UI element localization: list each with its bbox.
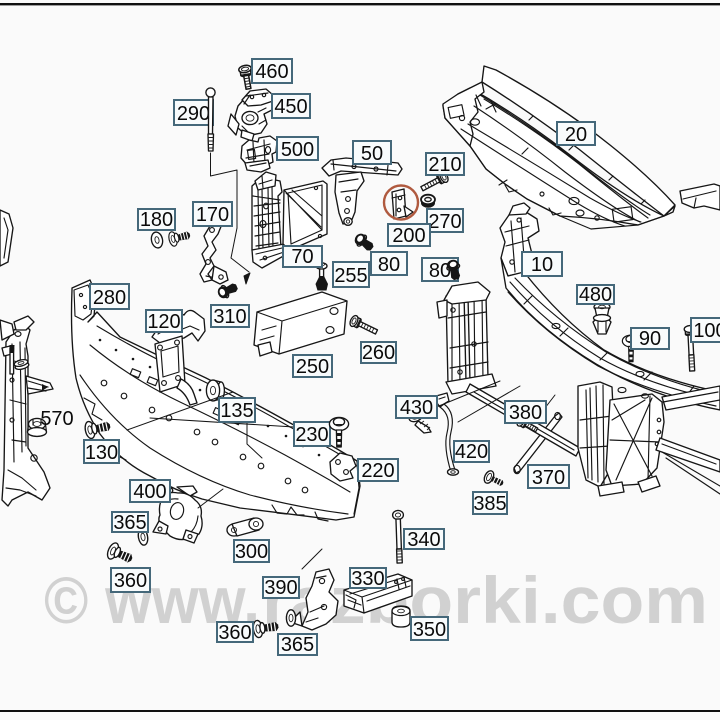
svg-text:310: 310	[213, 306, 246, 328]
svg-text:365: 365	[113, 512, 146, 534]
svg-text:210: 210	[428, 154, 461, 176]
svg-text:385: 385	[473, 493, 506, 515]
svg-text:180: 180	[140, 209, 173, 231]
svg-text:120: 120	[147, 311, 180, 333]
svg-text:450: 450	[274, 96, 307, 118]
svg-text:330: 330	[351, 568, 384, 590]
svg-text:350: 350	[413, 619, 446, 641]
svg-text:380: 380	[509, 402, 542, 424]
svg-text:290: 290	[177, 103, 210, 125]
svg-text:230: 230	[295, 424, 328, 446]
svg-text:170: 170	[196, 204, 229, 226]
svg-text:10: 10	[531, 254, 553, 276]
svg-text:280: 280	[93, 287, 126, 309]
svg-text:270: 270	[428, 211, 461, 233]
svg-text:300: 300	[235, 541, 268, 563]
svg-text:340: 340	[407, 529, 440, 551]
svg-text:255: 255	[334, 265, 367, 287]
svg-text:80: 80	[429, 260, 451, 282]
svg-text:430: 430	[400, 397, 433, 419]
svg-text:135: 135	[220, 400, 253, 422]
svg-text:90: 90	[639, 328, 661, 350]
svg-text:360: 360	[114, 570, 147, 592]
svg-text:480: 480	[579, 284, 612, 306]
svg-text:70: 70	[291, 246, 313, 268]
svg-text:200: 200	[392, 225, 425, 247]
svg-text:250: 250	[296, 356, 329, 378]
svg-text:100: 100	[693, 320, 720, 342]
svg-text:420: 420	[455, 441, 488, 463]
svg-text:260: 260	[362, 342, 395, 364]
svg-text:460: 460	[255, 61, 288, 83]
svg-text:570: 570	[40, 408, 73, 430]
svg-text:390: 390	[264, 577, 297, 599]
svg-text:130: 130	[85, 442, 118, 464]
svg-text:500: 500	[281, 139, 314, 161]
svg-text:360: 360	[218, 622, 251, 644]
svg-text:80: 80	[378, 254, 400, 276]
svg-text:365: 365	[281, 634, 314, 656]
svg-text:370: 370	[532, 467, 565, 489]
svg-text:220: 220	[361, 460, 394, 482]
svg-text:20: 20	[565, 124, 587, 146]
svg-text:50: 50	[361, 143, 383, 165]
svg-text:400: 400	[133, 481, 166, 503]
